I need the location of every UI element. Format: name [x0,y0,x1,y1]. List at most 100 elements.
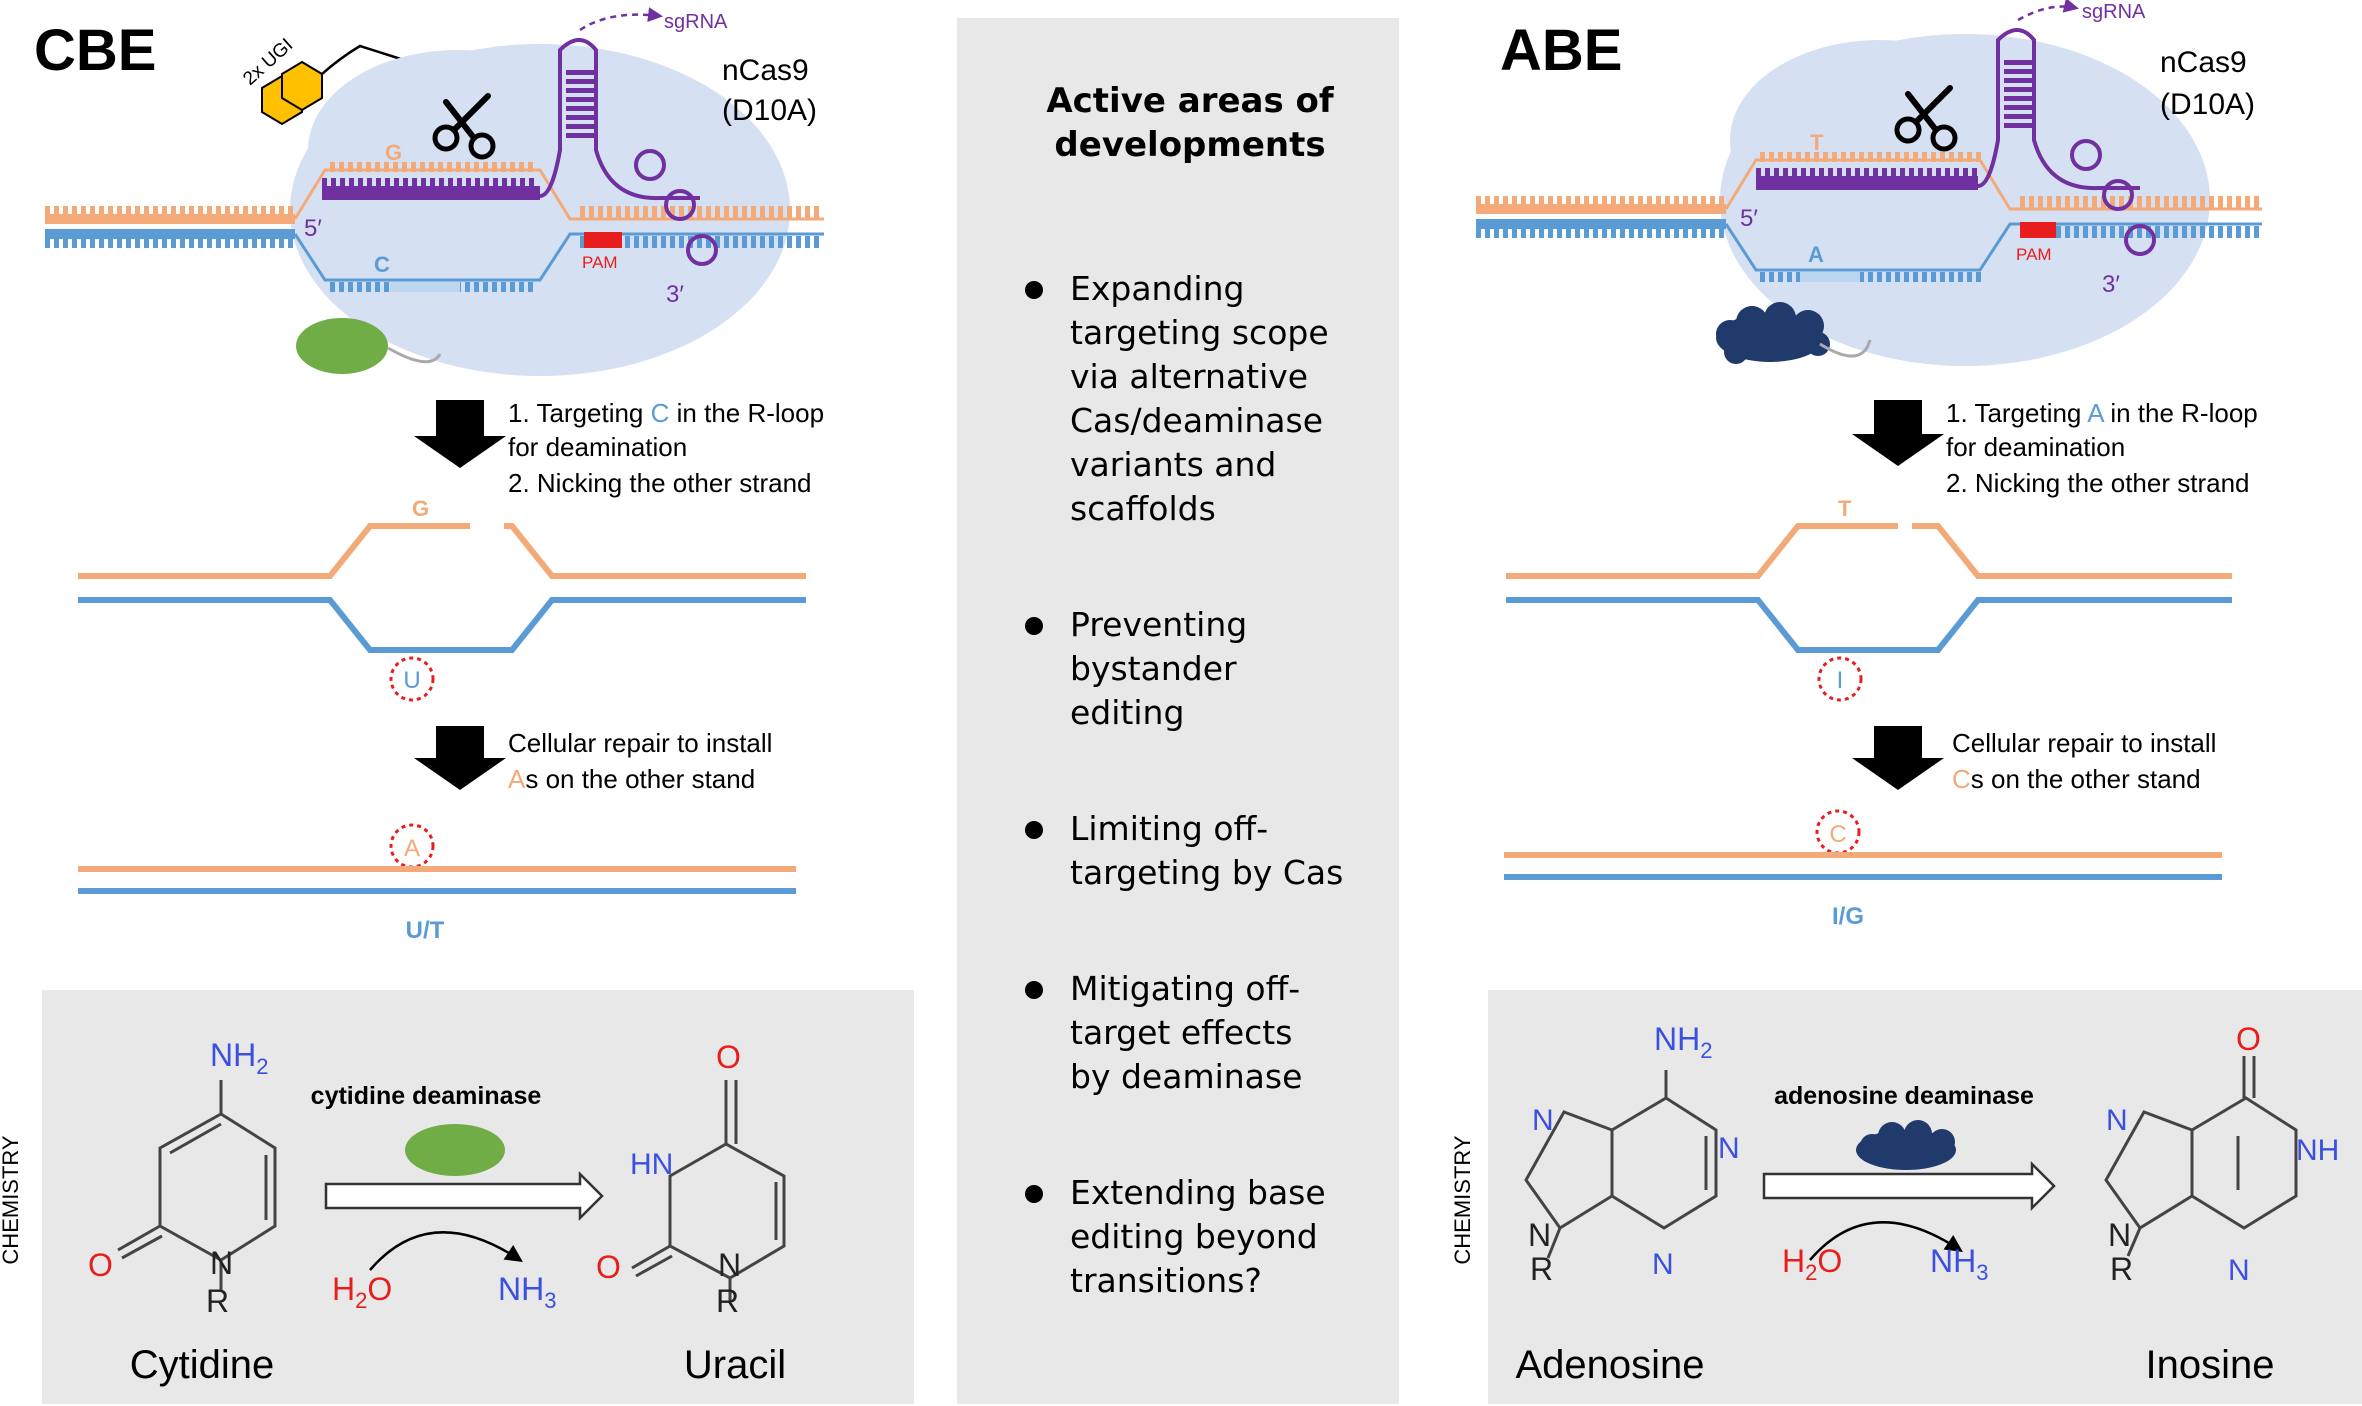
development-item-1-line-6: scaffolds [1070,489,1216,528]
abe-five-prime-label: 5′ [1740,205,1758,232]
abe-enzyme-label: adenosine deaminase [1774,1082,2034,1110]
abe-repair-line1: Cellular repair to install [1952,728,2216,758]
cbe-enzyme-label: cytidine deaminase [311,1082,542,1110]
cbe-step1: 1. Targeting C in the R-loop [508,398,824,428]
abe-top-base: T [1810,130,1824,155]
abe-pam-label: PAM [2016,245,2052,264]
cbe-section: CBE 2x UGI nCas9 (D10A) [0,7,914,1404]
development-list: Expanding targeting scope via alternativeC… [1025,269,1343,1300]
cbe-step2: 2. Nicking the other strand [508,468,812,498]
abe-step-arrow-2 [1852,726,1944,790]
adenosine-r: R [1530,1251,1553,1287]
development-item-1-line-4: Cas/deaminase [1070,401,1323,440]
cytidine-oxygen: O [88,1247,113,1283]
development-item-2-line-2: bystander [1070,649,1237,688]
abe-product-label: Inosine [2146,1343,2275,1387]
panel-heading-line2: developments [1054,125,1325,165]
step-arrow-1 [414,400,506,468]
uracil-oxygen-top: O [716,1039,741,1075]
abe-bottom-base: A [1808,242,1824,267]
development-item-5-line-2: editing beyond [1070,1217,1318,1256]
development-item-2-line-1: Preventing [1070,605,1247,644]
abe-dna [1476,152,2262,282]
cbe-title: CBE [34,18,156,83]
inosine-n9: N [2108,1217,2131,1253]
cbe-water: H2O [332,1271,392,1313]
cytidine-r: R [206,1283,229,1319]
adenosine-n7: N [1532,1104,1554,1137]
abe-water: H2O [1782,1243,1842,1285]
development-item-3-line-2: targeting by Cas [1070,853,1343,892]
abe-edited-base: I [1837,667,1844,694]
abe-chemistry-label: CHEMISTRY [1450,1135,1475,1264]
development-item-5-line-3: transitions? [1070,1261,1262,1300]
abe-three-prime-label: 3′ [2102,271,2120,298]
bullet-icon [1025,821,1043,839]
inosine-structure [2104,1056,2298,1257]
adenosine-n9: N [1528,1217,1551,1253]
uracil-oxygen-left: O [596,1249,621,1285]
abe-nick-base: T [1838,496,1852,521]
development-item-1-line-1: Expanding [1070,269,1244,308]
uracil-hn: HN [630,1148,673,1181]
cbe-product-label: Uracil [684,1343,786,1387]
inosine-oxygen: O [2236,1021,2261,1057]
cbe-installed-base: A [404,835,420,862]
abe-cas9-label: nCas9 [2160,46,2247,79]
bullet-icon [1025,981,1043,999]
development-item-4-line-2: target effects [1070,1013,1292,1052]
cytidine-deaminase-enzyme [296,318,388,374]
cas9-variant-label: (D10A) [722,94,817,127]
abe-ammonia: NH3 [1930,1243,1988,1285]
cbe-chemistry-label: CHEMISTRY [0,1135,23,1264]
uracil-structure [631,1080,786,1302]
abe-installed-base: C [1829,821,1846,848]
cbe-pair-label: U/T [406,917,445,944]
cbe-enzyme-icon [405,1124,505,1176]
cbe-step1-line2: for deamination [508,432,687,462]
cbe-repair-line1: Cellular repair to install [508,728,772,758]
abe-cas9-variant-label: (D10A) [2160,88,2255,121]
cytidine-amine: NH2 [210,1037,268,1079]
abe-title: ABE [1500,18,1622,83]
development-item-1-line-5: variants and [1070,445,1276,484]
adenosine-deaminase-enzyme [1716,302,1830,364]
uracil-nitrogen: N [718,1247,741,1283]
inosine-r: R [2110,1251,2133,1287]
bullet-icon [1025,1185,1043,1203]
cas9-label: nCas9 [722,54,809,87]
abe-repair-line2: Cs on the other stand [1952,764,2201,794]
cytidine-nitrogen: N [210,1245,233,1281]
abe-sgrna: sgRNA [1977,0,2156,256]
development-item-4-line-1: Mitigating off- [1070,969,1300,1008]
cbe-substrate-label: Cytidine [130,1343,275,1387]
abe-substrate-label: Adenosine [1515,1343,1704,1387]
development-item-1-line-3: via alternative [1070,357,1308,396]
scissors-icon [432,93,496,160]
bullet-icon [1025,281,1043,299]
adenosine-n1: N [1718,1132,1740,1165]
cbe-bottom-base: C [374,252,390,277]
adenosine-amine: NH2 [1654,1021,1712,1063]
development-item-1-line-2: targeting scope [1070,313,1329,352]
development-item-3-line-1: Limiting off- [1070,809,1268,848]
abe-pair-label: I/G [1832,903,1864,930]
development-panel: Active areas of developments Expanding ta… [957,18,1399,1404]
development-panel-bg [957,18,1399,1404]
abe-section: ABE nCas9 (D10A) sgR [1450,0,2362,1404]
cbe-ammonia: NH3 [498,1271,556,1313]
cbe-nick-base: G [412,496,429,521]
development-item-2-line-3: editing [1070,693,1184,732]
cbe-reaction-arrow [324,1170,604,1222]
abe-step-arrow-1 [1852,400,1944,466]
bullet-icon [1025,617,1043,635]
abe-reaction-arrow [1762,1160,2056,1212]
inosine-nh: NH [2296,1134,2339,1167]
development-item-5-line-1: Extending base [1070,1173,1326,1212]
panel-heading-line1: Active areas of [1046,81,1335,121]
sgrna-label: sgRNA [664,11,728,33]
development-item-4-line-3: by deaminase [1070,1057,1302,1096]
three-prime-label: 3′ [666,281,684,308]
abe-step1-line2: for deamination [1946,432,2125,462]
